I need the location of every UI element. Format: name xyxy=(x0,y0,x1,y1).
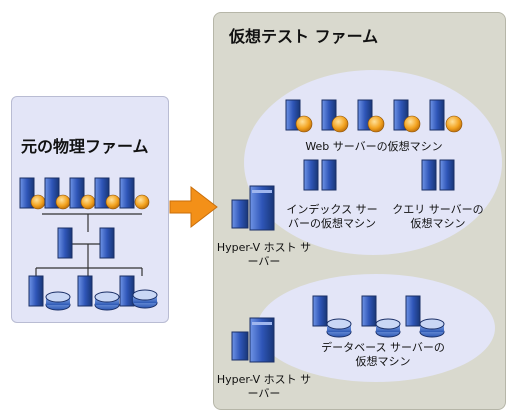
server-icon xyxy=(69,177,96,210)
hyperv-host-2-label: Hyper-V ホスト サーバー xyxy=(216,373,312,400)
web-vm-icon xyxy=(285,99,313,133)
index-vm-icon xyxy=(303,159,319,191)
server-icon xyxy=(119,177,150,210)
db-vm-icon xyxy=(405,295,445,338)
web-vm-icon xyxy=(357,99,385,133)
web-vm-icon xyxy=(321,99,349,133)
query-vm-icon xyxy=(439,159,455,191)
db-vm-icon xyxy=(312,295,352,338)
web-vm-icon xyxy=(393,99,421,133)
index-vm-label: インデックス サーバーの仮想マシン xyxy=(286,203,378,230)
db-vm-label: データベース サーバーの仮想マシン xyxy=(321,341,445,368)
hyperv-host-icon xyxy=(231,185,275,231)
virtual-farm-title: 仮想テスト ファーム xyxy=(229,27,379,46)
migration-arrow xyxy=(169,185,218,229)
db-vm-icon xyxy=(361,295,401,338)
physical-farm-title: 元の物理ファーム xyxy=(21,137,149,156)
query-vm-label: クエリ サーバーの仮想マシン xyxy=(392,203,484,230)
hyperv-host-icon xyxy=(231,317,275,363)
server-icon xyxy=(119,275,158,309)
server-icon xyxy=(44,177,71,210)
server-icon xyxy=(57,227,73,259)
hyperv-host-1-label: Hyper-V ホスト サーバー xyxy=(216,241,312,268)
index-vm-icon xyxy=(321,159,337,191)
server-icon xyxy=(77,275,120,311)
web-vm-icon xyxy=(429,99,463,133)
query-vm-icon xyxy=(421,159,437,191)
server-icon xyxy=(19,177,46,210)
server-icon xyxy=(99,227,115,259)
web-vms-label: Web サーバーの仮想マシン xyxy=(305,140,443,153)
server-icon xyxy=(28,275,71,311)
